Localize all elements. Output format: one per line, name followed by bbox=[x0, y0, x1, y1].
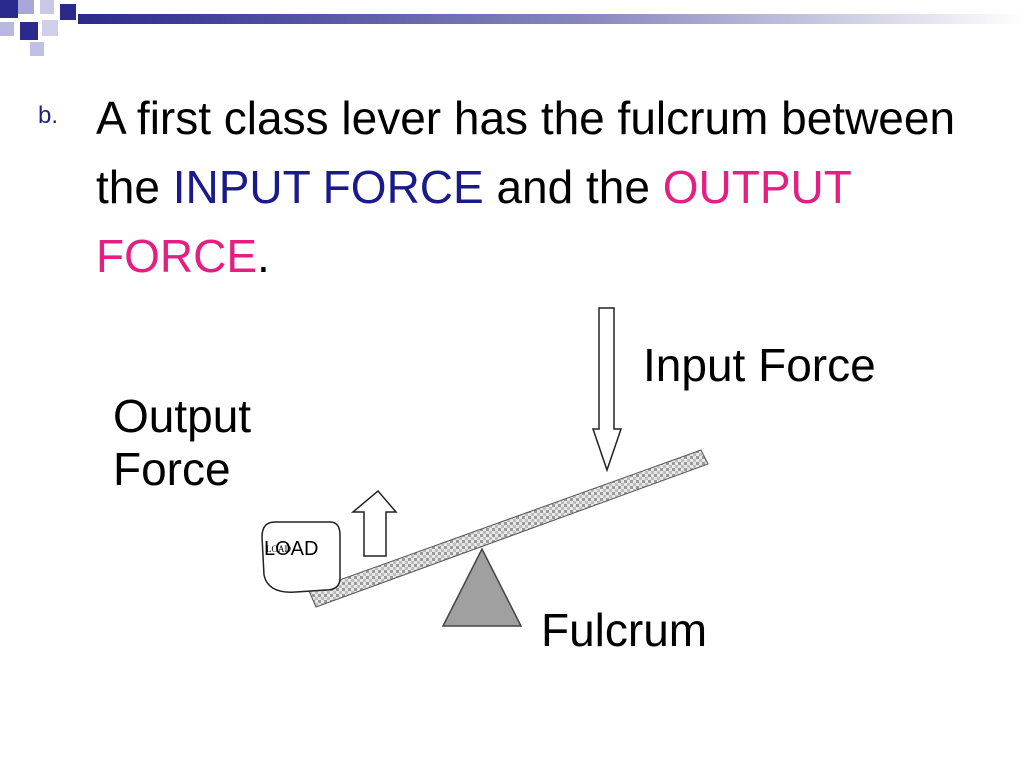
input-force-arrow bbox=[593, 308, 621, 470]
load-label: LOAD bbox=[264, 538, 318, 561]
input-force-label: Input Force bbox=[643, 339, 876, 392]
output-force-label: Output Force bbox=[113, 390, 313, 496]
output-force-arrow bbox=[353, 491, 396, 556]
fulcrum-triangle bbox=[443, 549, 521, 626]
fulcrum-label: Fulcrum bbox=[541, 604, 707, 657]
